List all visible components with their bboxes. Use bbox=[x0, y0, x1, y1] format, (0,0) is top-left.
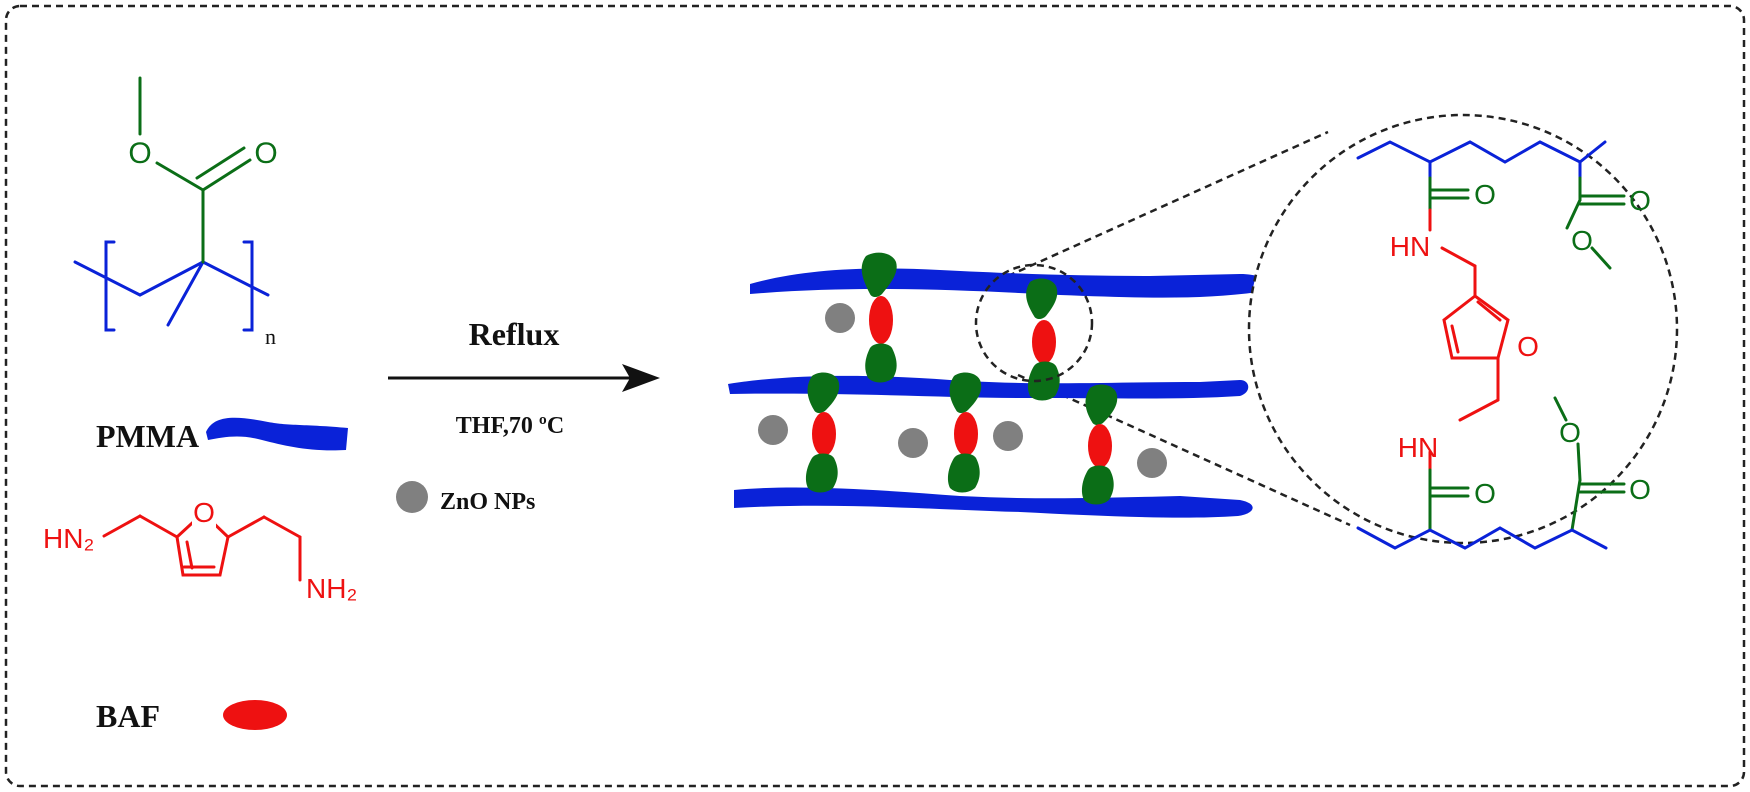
baf-ring-o: O bbox=[193, 497, 215, 528]
reaction-condition-below: THF,70 ºC bbox=[456, 413, 564, 439]
zno-legend-label: ZnO NPs bbox=[440, 489, 535, 515]
zno-particle bbox=[1137, 448, 1167, 478]
pmma-legend-label: PMMA bbox=[96, 418, 199, 454]
network-schematic bbox=[728, 130, 1351, 527]
baf-amine-left: HN₂ bbox=[43, 523, 94, 554]
crosslink bbox=[1081, 384, 1118, 505]
zno-particle bbox=[898, 428, 928, 458]
zoom-amide-o-top: O bbox=[1474, 179, 1496, 210]
zoom-ester-o-bottom-ether: O bbox=[1559, 417, 1581, 448]
reaction-arrow-head bbox=[622, 364, 660, 392]
zoom-amide-o-bottom: O bbox=[1474, 478, 1496, 509]
zno-legend-symbol bbox=[396, 481, 428, 513]
baf-legend-label: BAF bbox=[96, 698, 160, 734]
zoom-ester-o-top-ether: O bbox=[1571, 225, 1593, 256]
zoom-ring-o: O bbox=[1517, 331, 1539, 362]
crosslink bbox=[805, 372, 840, 493]
pmma-carbonyl-o: O bbox=[254, 137, 277, 170]
zoom-detail: O O O HN O HN O O O bbox=[1247, 113, 1679, 550]
pmma-repeat-subscript: n bbox=[265, 324, 276, 349]
zno-particle bbox=[825, 303, 855, 333]
crosslink bbox=[947, 372, 982, 493]
polymer-chain bbox=[728, 375, 1249, 399]
zoom-circle bbox=[1247, 113, 1679, 545]
polymer-chain bbox=[750, 268, 1266, 298]
polymer-chain bbox=[734, 487, 1253, 518]
zoom-nh-top: HN bbox=[1390, 231, 1430, 262]
zoom-nh-bottom: HN bbox=[1398, 432, 1438, 463]
baf-symbol bbox=[223, 700, 287, 730]
baf-amine-right: NH₂ bbox=[306, 573, 357, 604]
zoom-ester-o-bottom-carbonyl: O bbox=[1629, 474, 1651, 505]
zno-particle bbox=[993, 421, 1023, 451]
zoom-ester-o-top-carbonyl: O bbox=[1629, 185, 1651, 216]
outer-frame bbox=[4, 4, 1746, 788]
pmma-ether-o: O bbox=[128, 137, 151, 170]
crosslink bbox=[861, 252, 897, 383]
pmma-chain-symbol bbox=[206, 417, 348, 451]
pmma-structure bbox=[73, 76, 270, 332]
zno-particle bbox=[758, 415, 788, 445]
zoom-source-circle bbox=[974, 263, 1094, 383]
reaction-condition-above: Reflux bbox=[469, 316, 560, 352]
crosslink bbox=[1026, 278, 1060, 401]
